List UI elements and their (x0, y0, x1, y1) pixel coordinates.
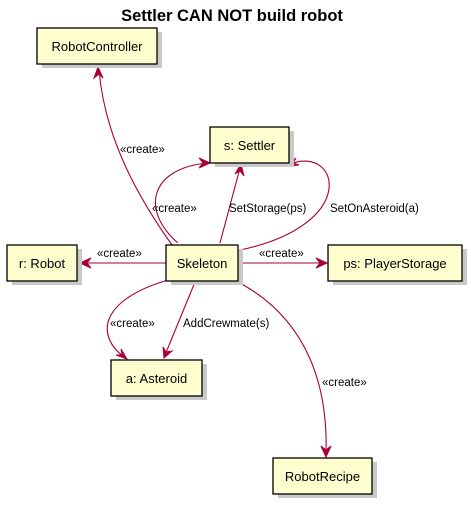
edge-skeleton-to-settler-setstorage (219, 167, 241, 244)
edge-label-create-robotcontroller: «create» (120, 144, 165, 156)
arrowhead-robotcontroller (92, 65, 104, 80)
edge-skeleton-to-robotrecipe (237, 281, 327, 455)
node-label-playerstorage: ps: PlayerStorage (343, 256, 446, 271)
arrowhead-playerstorage (315, 257, 329, 269)
node-skeleton: Skeleton (165, 244, 243, 285)
edge-skeleton-to-settler-setonasteroid (239, 160, 330, 251)
edge-label-setstorage: SetStorage(ps) (229, 203, 307, 215)
edge-skeleton-to-settler-create (154, 162, 209, 244)
edge-label-create-playerstorage: «create» (259, 248, 304, 260)
arrowhead-asteroid-create (115, 348, 129, 360)
arrowhead-robot (78, 257, 92, 269)
edge-skeleton-to-asteroid-create (106, 279, 169, 358)
edge-labels: «create» «create» SetStorage(ps) SetOnAs… (97, 144, 419, 389)
edge-label-setonasteroid: SetOnAsteroid(a) (330, 203, 419, 215)
diagram-title: Settler CAN NOT build robot (121, 7, 343, 25)
node-settler: s: Settler (209, 126, 294, 167)
edge-label-create-robotrecipe: «create» (322, 377, 367, 389)
node-asteroid: a: Asteroid (110, 359, 207, 400)
edge-skeleton-to-robotcontroller (98, 69, 173, 246)
arrowhead-asteroid-addcrewmate (162, 346, 174, 360)
edge-label-addcrewmate: AddCrewmate(s) (183, 318, 269, 330)
node-robotrecipe: RobotRecipe (272, 457, 377, 498)
node-label-robotcontroller: RobotController (51, 39, 143, 54)
node-robotcontroller: RobotController (36, 27, 162, 68)
node-label-skeleton: Skeleton (177, 256, 228, 271)
node-label-robot: r: Robot (19, 256, 66, 271)
node-robot: r: Robot (6, 244, 82, 285)
edge-skeleton-to-asteroid-addcrewmate (164, 281, 196, 356)
node-label-robotrecipe: RobotRecipe (285, 469, 360, 484)
node-playerstorage: ps: PlayerStorage (327, 244, 467, 285)
edge-label-create-robot: «create» (97, 248, 142, 260)
node-label-asteroid: a: Asteroid (126, 371, 187, 386)
arrowhead-robotrecipe (320, 445, 332, 459)
edge-label-create-asteroid: «create» (110, 318, 155, 330)
edges (78, 65, 332, 459)
edge-label-create-settler: «create» (152, 203, 197, 215)
arrowhead-settler-create (198, 157, 212, 169)
node-label-settler: s: Settler (224, 138, 276, 153)
